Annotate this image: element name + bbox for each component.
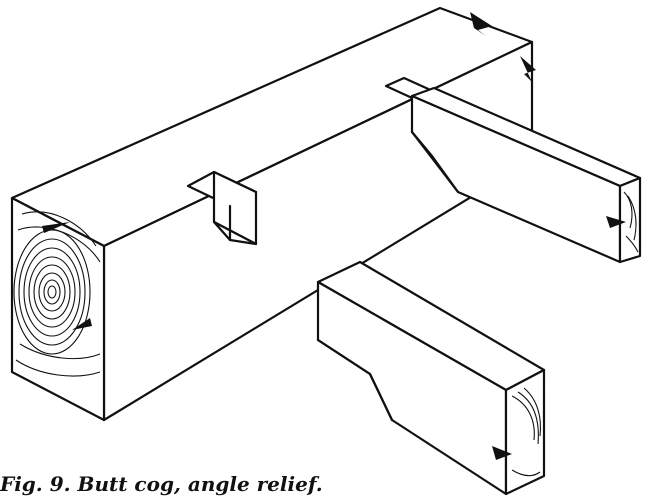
figure-caption: Fig. 9. Butt cog, angle relief.	[0, 472, 323, 496]
joist-installed-end	[618, 176, 642, 264]
joist-installed-angle-relief	[410, 130, 460, 194]
end-grain-rings	[13, 211, 101, 377]
joist-installed	[384, 76, 642, 264]
joist-detached-angle-relief	[316, 338, 394, 422]
joist-detached-check	[492, 446, 512, 460]
joist-installed-side	[410, 94, 622, 264]
top-edge-check	[470, 12, 492, 36]
end-check-lower	[72, 318, 92, 330]
joist-installed-check	[606, 216, 626, 228]
cog-notch-back	[212, 220, 258, 246]
cog-notch	[186, 170, 258, 246]
back-end-check	[520, 56, 536, 82]
joist-detached	[316, 260, 546, 496]
end-check-upper	[42, 222, 70, 233]
